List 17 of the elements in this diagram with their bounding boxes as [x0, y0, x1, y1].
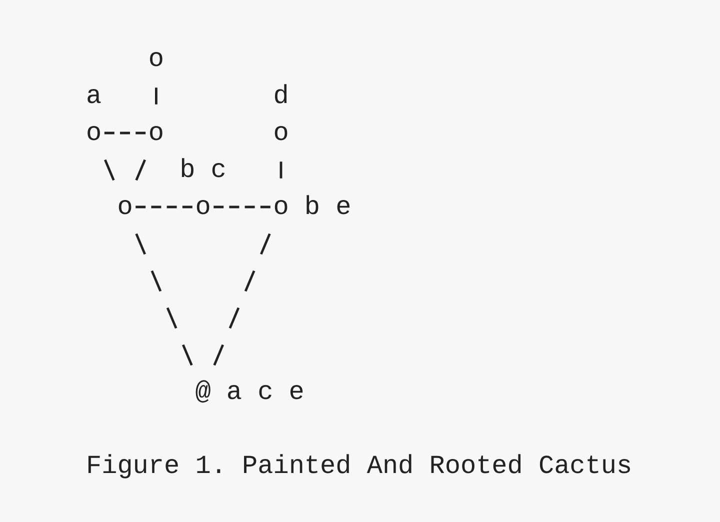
vertex-label: @ [195, 379, 211, 405]
vertex-label: o [195, 194, 211, 220]
vertex-annotation: d [273, 83, 289, 109]
vertex-label: o [273, 194, 289, 220]
vertex-annotation: b e [304, 194, 352, 220]
edge-line [210, 206, 274, 208]
vertex-label: o [148, 46, 164, 72]
vertex-annotation: a c e [226, 379, 304, 405]
vertex-label: o [273, 120, 289, 146]
figure-caption: Figure 1. Painted And Rooted Cactus [86, 453, 632, 479]
edge-line [132, 206, 196, 208]
vertex-label: o [117, 194, 133, 220]
vertex-label: o [148, 120, 164, 146]
vertex-label: o [86, 120, 102, 146]
vertex-annotation: a [86, 83, 102, 109]
vertex-annotation: b c [180, 157, 226, 183]
edge-line [102, 132, 148, 134]
